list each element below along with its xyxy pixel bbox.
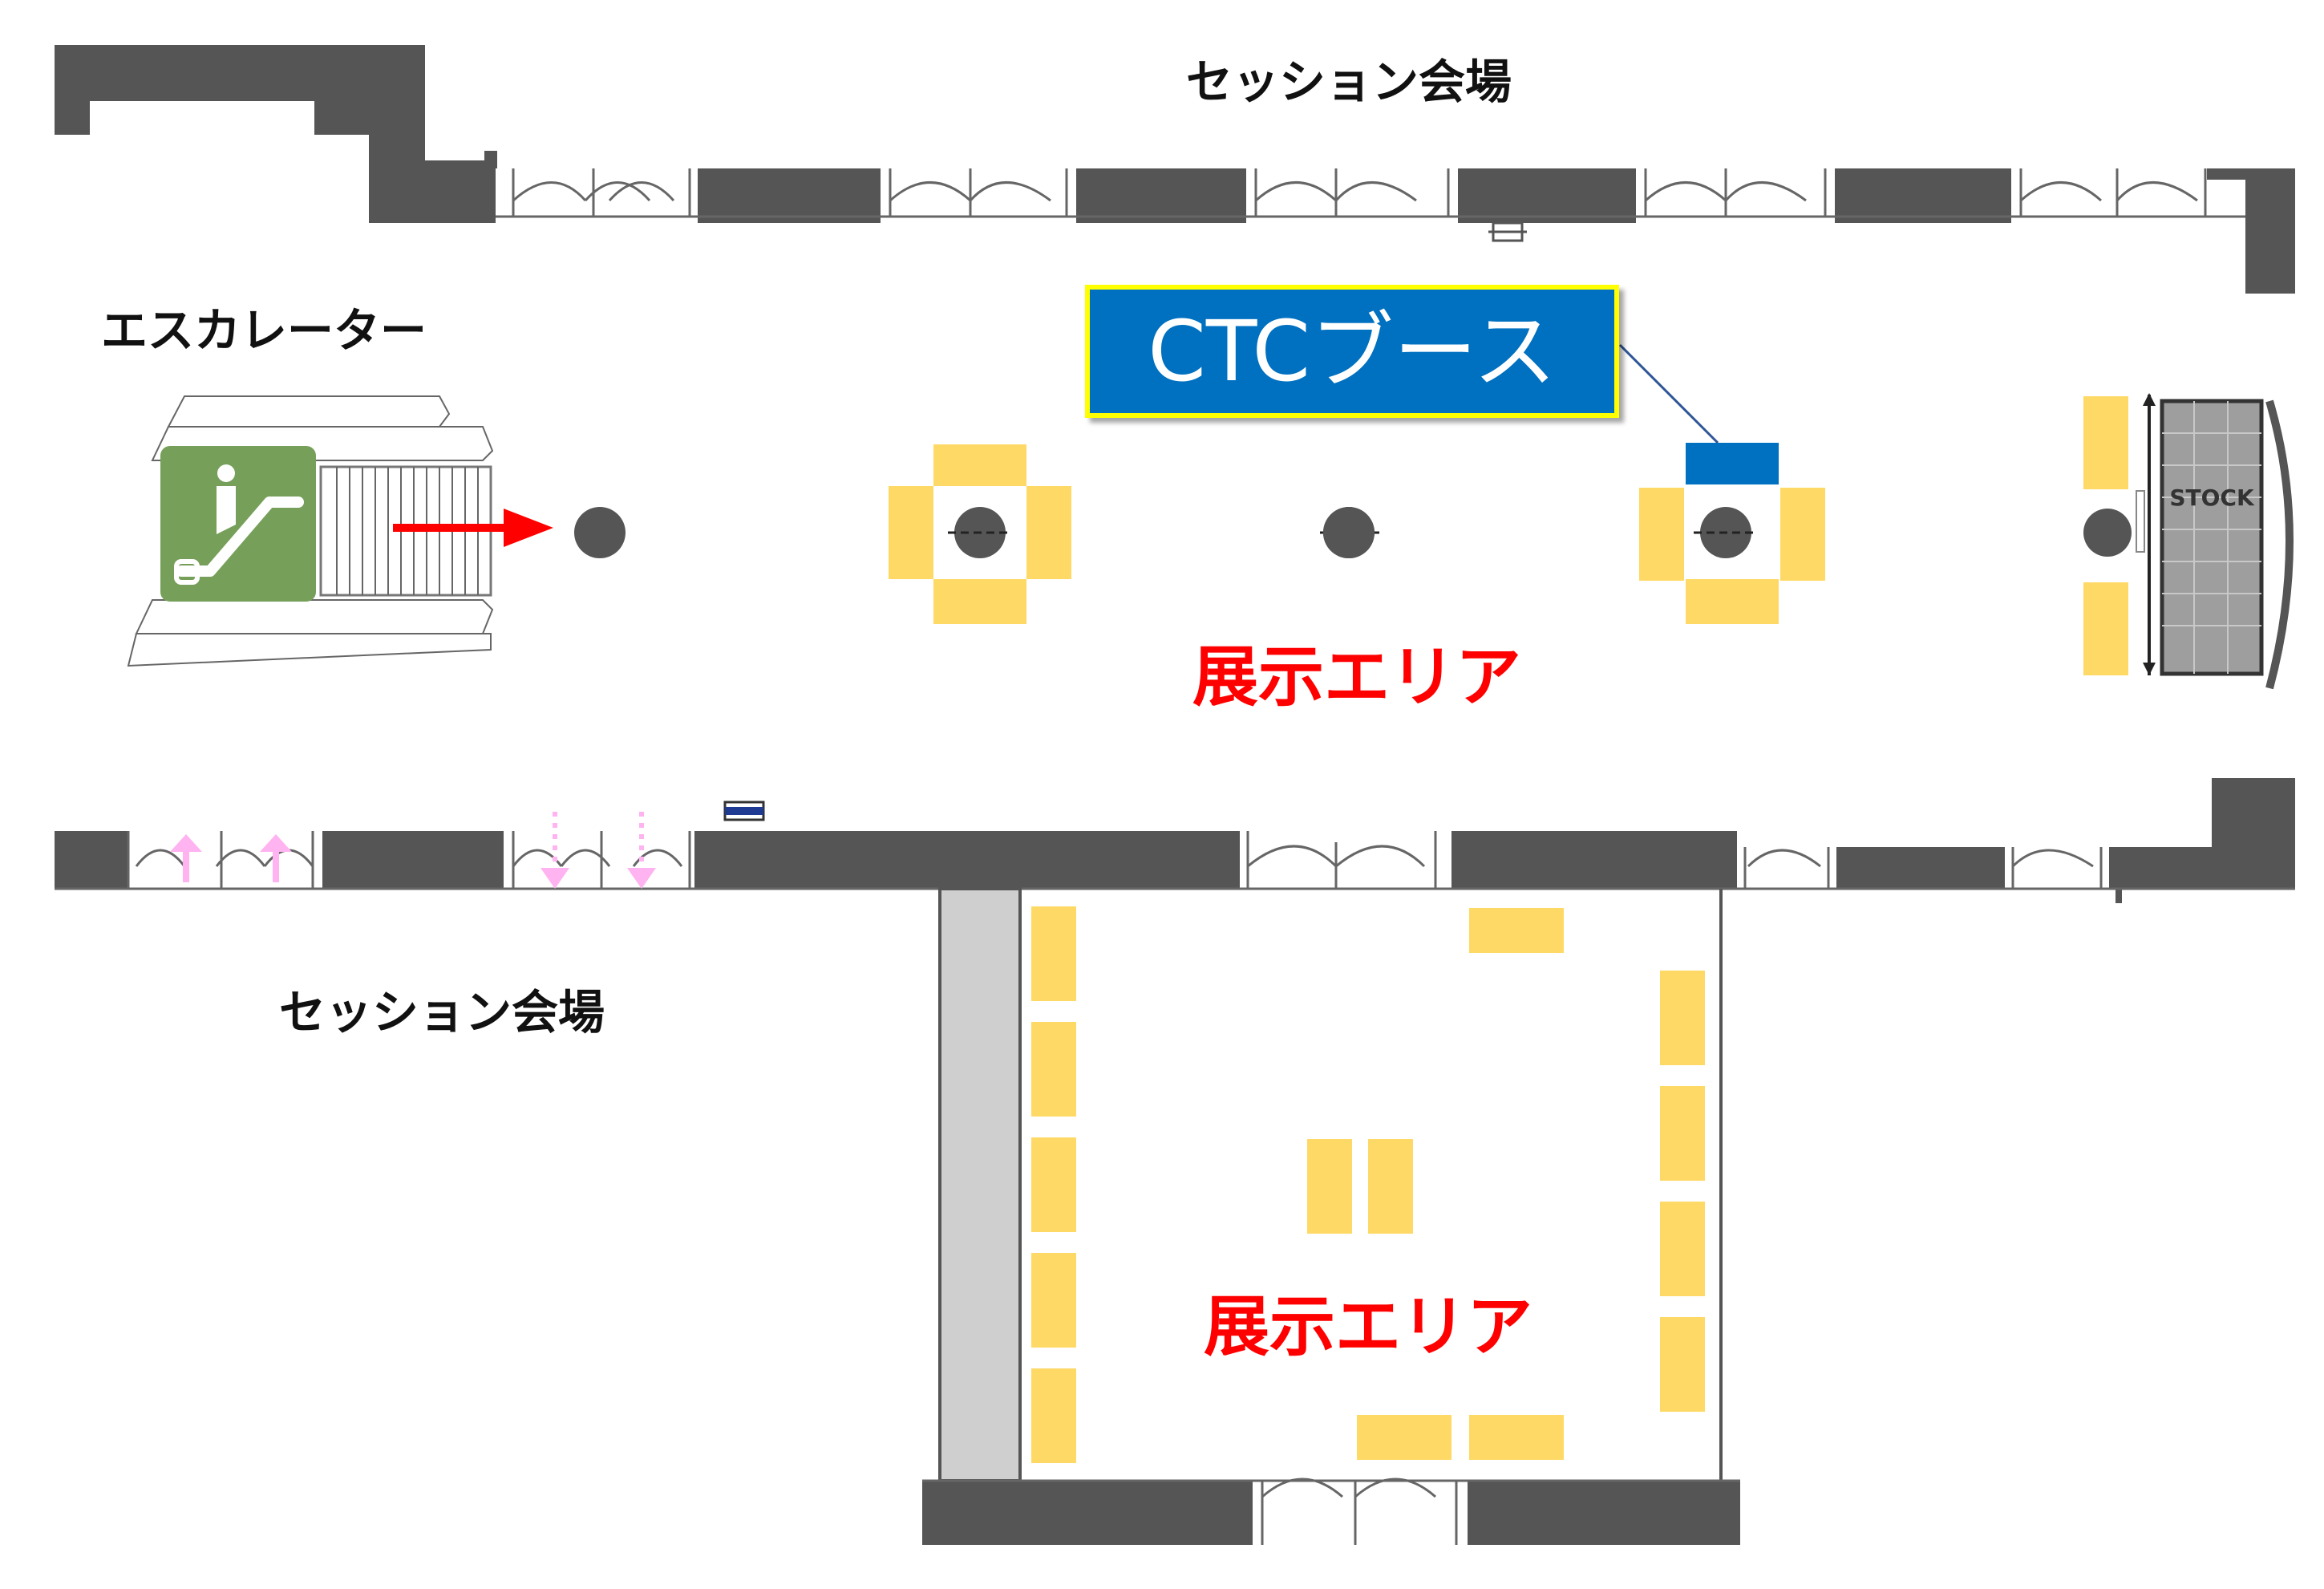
- session-hall-bottom-label: セッション会場: [279, 985, 605, 1040]
- booth-cluster-1: [889, 444, 1071, 624]
- escalator: [127, 395, 553, 667]
- escalator-steps: [336, 467, 479, 595]
- ctc-booth-marker: [1686, 443, 1779, 484]
- lower-stands: [1031, 906, 1705, 1463]
- callout-line: [1618, 343, 1719, 444]
- booth-cluster-2: [1618, 343, 1825, 624]
- stock-room: [2160, 399, 2264, 676]
- exhibit-area-lower-label: 展示エリア: [1204, 1289, 1532, 1365]
- top-wall: [55, 45, 2295, 294]
- entry-arrows: [170, 812, 656, 889]
- lower-room: [922, 887, 1740, 1545]
- arrow-up-icon: [170, 834, 202, 882]
- escalator-label: エスカレーター: [101, 303, 427, 358]
- arrow-down-icon: [541, 812, 569, 889]
- escalator-icon: [160, 446, 316, 602]
- arrow-right-icon: [393, 509, 553, 547]
- arrow-down-icon: [627, 812, 656, 889]
- stock-label: STOCK: [2169, 484, 2255, 511]
- ctc-booth-callout: CTCブース: [1085, 285, 1619, 418]
- arrow-up-icon: [260, 834, 292, 882]
- stock-grid: [2162, 401, 2261, 674]
- session-hall-top-label: セッション会場: [1186, 55, 1512, 109]
- stock-area: STOCK: [2083, 393, 2294, 690]
- middle-wall: [55, 778, 2295, 903]
- top-doors: [512, 168, 2207, 217]
- ctc-booth-label: CTCブース: [1148, 302, 1556, 400]
- lower-corridor: [938, 887, 1022, 1482]
- exhibit-area-main-label: 展示エリア: [1192, 639, 1521, 715]
